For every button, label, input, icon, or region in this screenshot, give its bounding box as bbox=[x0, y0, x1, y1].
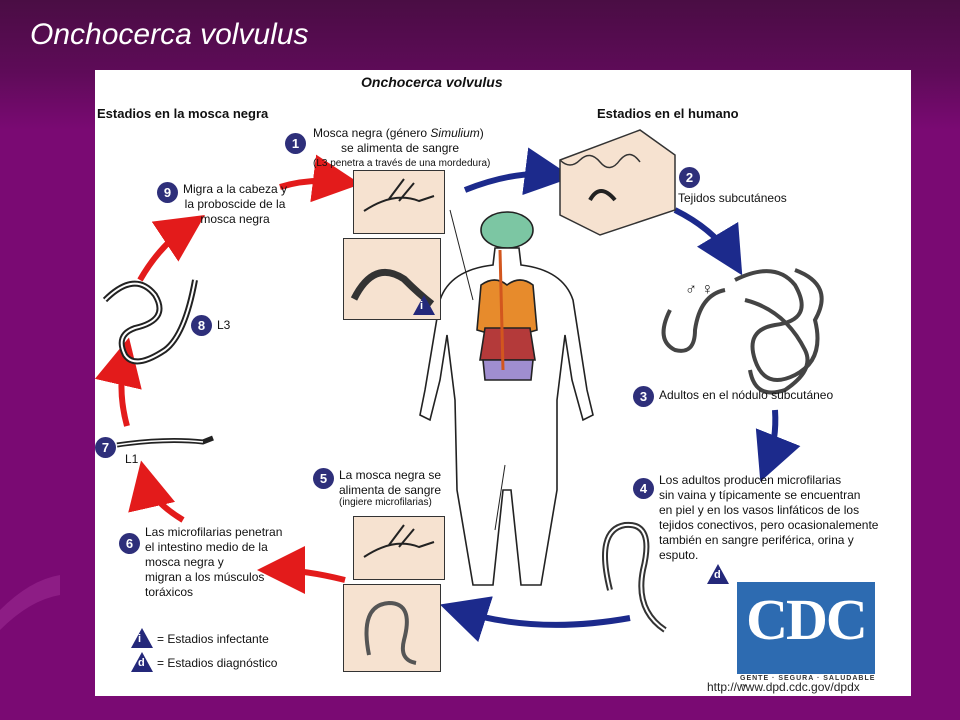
step-6-text: Las microfilarias penetran el intestino … bbox=[145, 525, 283, 599]
arrow-1-to-2 bbox=[463, 147, 573, 196]
arrow-8-to-9 bbox=[137, 215, 205, 282]
diagnostic-stage-marker: d bbox=[707, 564, 729, 584]
decorative-swoosh bbox=[0, 575, 60, 630]
fly-ingesting-image bbox=[353, 516, 445, 580]
step-4-badge: 4 bbox=[633, 478, 654, 499]
step-1-text: Mosca negra (género Simulium) se aliment… bbox=[313, 126, 491, 170]
human-body bbox=[419, 211, 594, 586]
arrow-7-to-8 bbox=[95, 337, 142, 427]
arrow-2-to-3 bbox=[673, 207, 743, 276]
step-9-text: Migra a la cabeza y la proboscide de la … bbox=[183, 182, 288, 226]
step-8-label: L3 bbox=[217, 318, 231, 332]
step-4-text: Los adultos producen microfilarias sin v… bbox=[659, 473, 879, 562]
cdc-logo: CDC bbox=[737, 582, 875, 674]
legend-infective-icon: i bbox=[131, 628, 153, 648]
legend-diagnostic-icon: d bbox=[131, 652, 153, 672]
step-5-badge: 5 bbox=[313, 468, 334, 489]
step-3-text: Adultos en el nódulo subcutáneo bbox=[659, 388, 834, 402]
slide-title: Onchocerca volvulus bbox=[30, 18, 309, 51]
life-cycle-diagram: Onchocerca volvulus Estadios en la mosca… bbox=[95, 70, 911, 696]
fly-feeding-image bbox=[353, 170, 445, 234]
right-heading: Estadios en el humano bbox=[597, 106, 739, 121]
infective-stage-marker: i bbox=[413, 295, 435, 315]
step-6-badge: 6 bbox=[119, 533, 140, 554]
left-heading: Estadios en la mosca negra bbox=[97, 106, 269, 121]
step-2-badge: 2 bbox=[679, 167, 700, 188]
adult-worms bbox=[661, 268, 824, 395]
step-9-badge: 9 bbox=[157, 182, 178, 203]
diagram-graphics bbox=[95, 129, 824, 643]
step-8-badge: 8 bbox=[191, 315, 212, 336]
step-1-badge: 1 bbox=[285, 133, 306, 154]
step-7-label: L1 bbox=[125, 452, 139, 466]
cdc-tagline: GENTE · SEGURA · SALUDABLE ™ bbox=[740, 675, 876, 691]
microfilaria-in-fly-image bbox=[343, 584, 441, 672]
arrow-5-to-6 bbox=[257, 546, 346, 595]
diagram-title: Onchocerca volvulus bbox=[361, 74, 503, 90]
arrow-3-to-4 bbox=[755, 409, 801, 482]
sex-symbols: ♂ ♀ bbox=[685, 281, 714, 298]
step-7-badge: 7 bbox=[95, 437, 116, 458]
legend-diagnostic-text: = Estadios diagnóstico bbox=[157, 656, 278, 670]
legend-infective-text: = Estadios infectante bbox=[157, 632, 269, 646]
l3-larva bbox=[102, 279, 198, 365]
arrow-6-to-7 bbox=[128, 460, 185, 523]
skin-tissue-block bbox=[559, 129, 676, 236]
step-5-text: La mosca negra se alimenta de sangre (in… bbox=[339, 468, 442, 509]
arrow-4-to-5 bbox=[439, 596, 631, 643]
arrow-9-to-1 bbox=[279, 154, 361, 203]
step-3-badge: 3 bbox=[633, 386, 654, 407]
microfilaria-drawing bbox=[602, 521, 667, 633]
step-2-text: Tejidos subcutáneos bbox=[678, 191, 787, 205]
cdc-url: http://www.dpd.cdc.gov/dpdx bbox=[707, 680, 860, 694]
